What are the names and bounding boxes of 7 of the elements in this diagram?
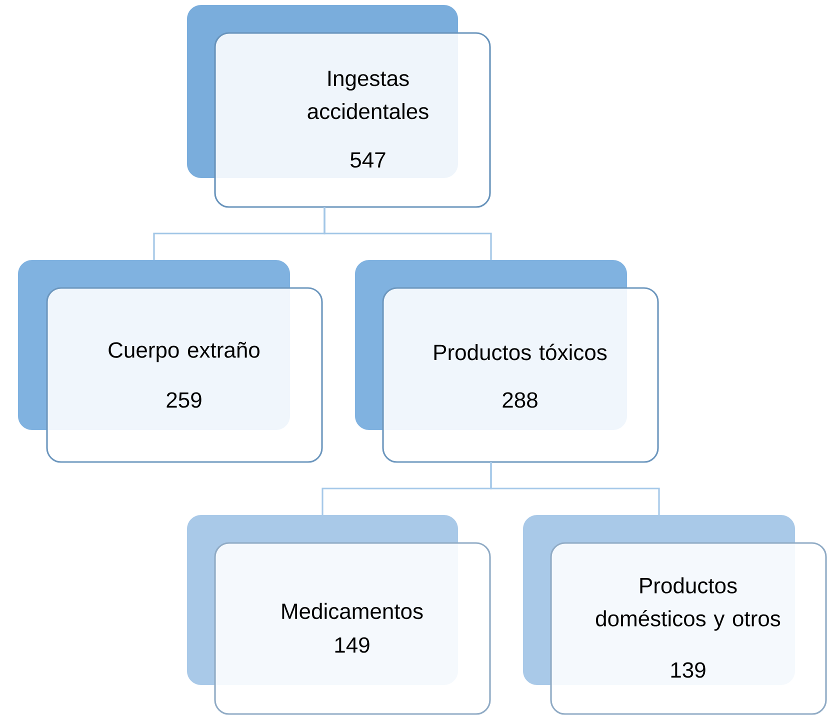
org-box: Productos tóxicos 288	[355, 260, 659, 463]
connector-line	[324, 207, 492, 260]
org-box: Ingestas accidentales 547	[187, 5, 491, 208]
connector-line	[490, 462, 660, 515]
org-box: Medicamentos 149	[187, 515, 491, 715]
org-box: Cuerpo extraño 259	[18, 260, 323, 463]
org-box: Productos domésticos y otros 139	[523, 515, 827, 715]
